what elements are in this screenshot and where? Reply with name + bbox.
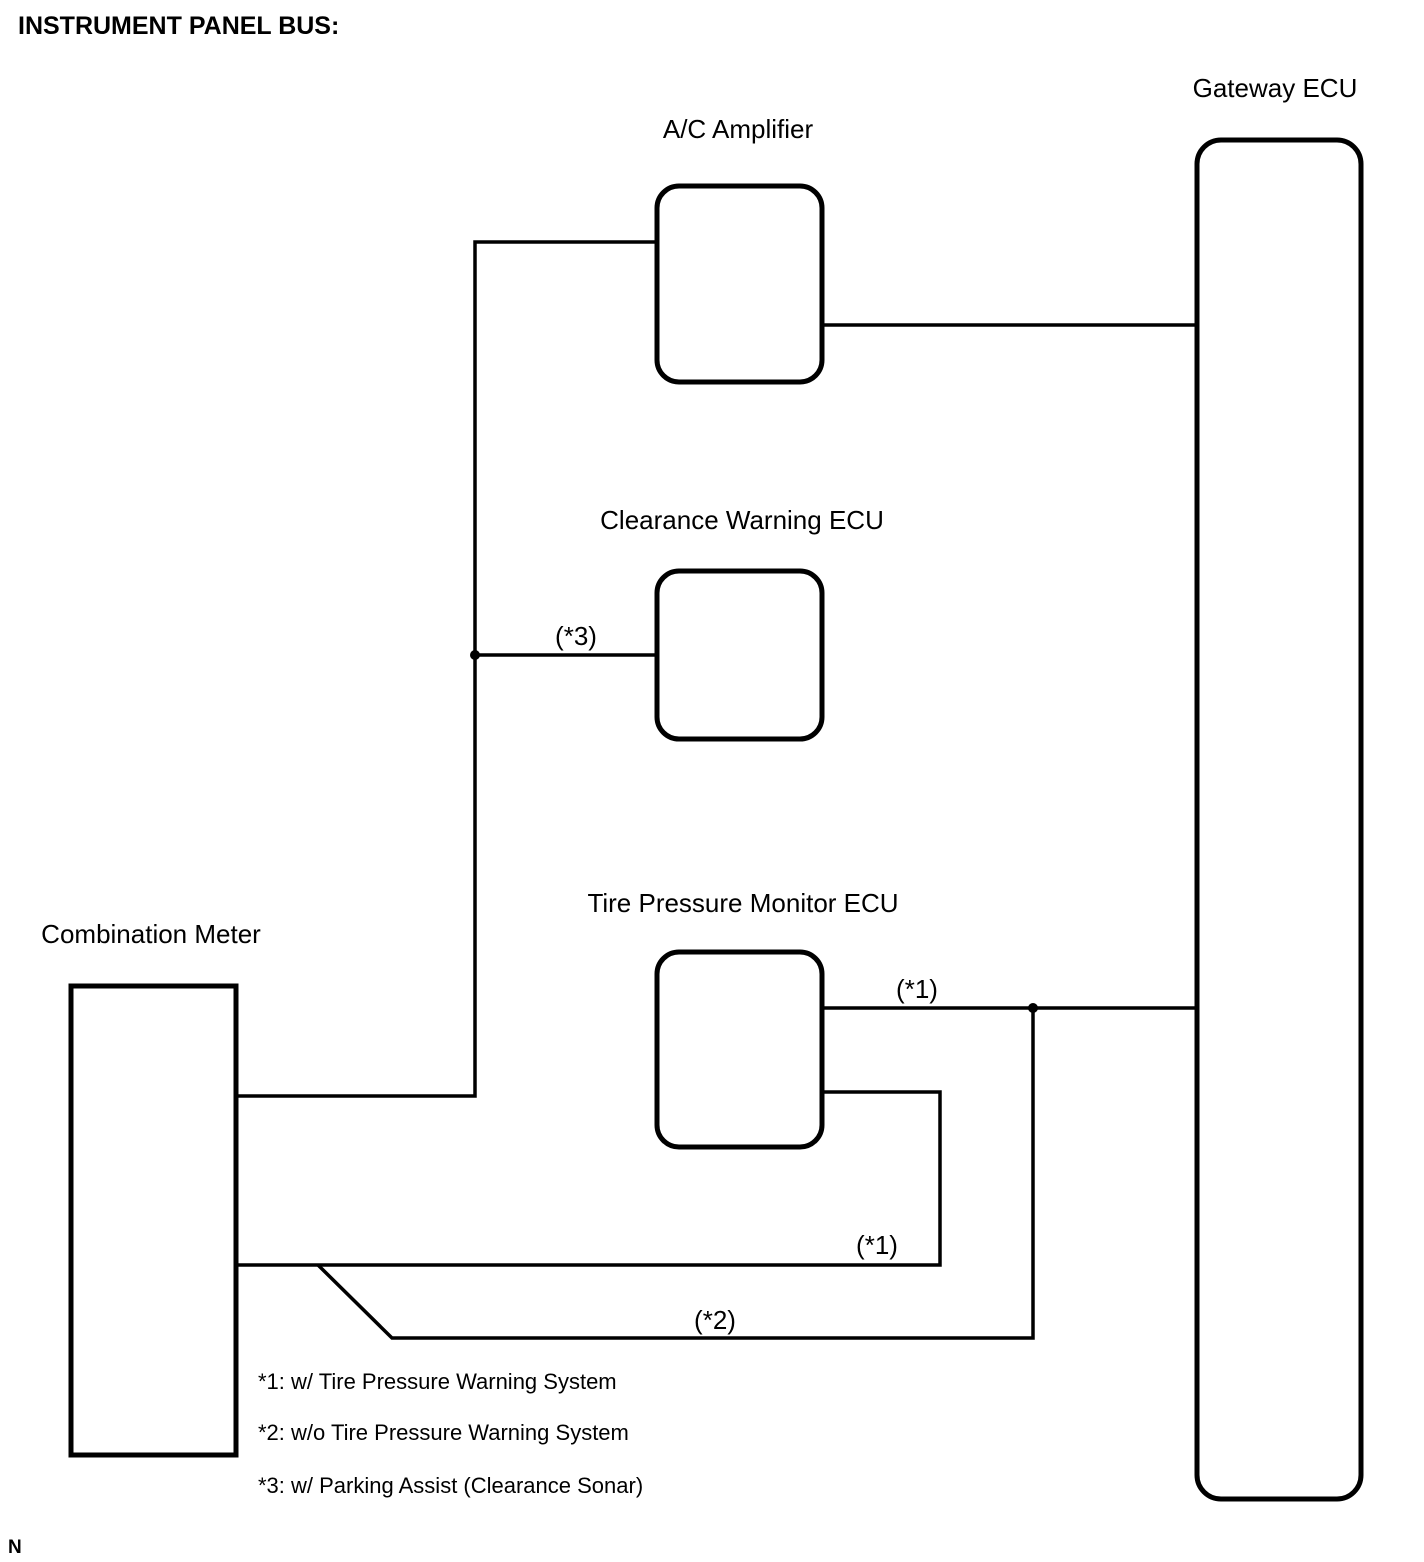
diagram-title: INSTRUMENT PANEL BUS:: [18, 12, 339, 40]
combination-meter-label: Combination Meter: [41, 919, 261, 949]
ac-amplifier-box: [654, 183, 825, 385]
tire-pressure-monitor-ecu-box: [654, 949, 825, 1150]
gateway-ecu-label: Gateway ECU: [1193, 73, 1358, 103]
wire-label-clearance: (*3): [555, 621, 597, 651]
junction-dot-clearance: [470, 650, 480, 660]
tire-pressure-monitor-ecu-label: Tire Pressure Monitor ECU: [587, 888, 898, 918]
footnote-2: *2: w/o Tire Pressure Warning System: [258, 1420, 629, 1445]
wire-meter-to-gateway-bypass: [316, 1008, 1035, 1340]
combination-meter-box: [68, 983, 239, 1458]
footnote-3: *3: w/ Parking Assist (Clearance Sonar): [258, 1473, 643, 1498]
gateway-ecu-box: [1194, 137, 1364, 1502]
wire-tpm-to-meter: [235, 1090, 942, 1267]
clearance-warning-ecu-label: Clearance Warning ECU: [600, 505, 884, 535]
wire-meter-to-ac-amplifier: [235, 240, 657, 1098]
wire-label-meter-gateway: (*2): [694, 1305, 736, 1335]
figure-code: N: [8, 1537, 22, 1558]
junction-dot-gateway: [1028, 1003, 1038, 1013]
wire-label-tpm-meter: (*1): [856, 1230, 898, 1260]
clearance-warning-ecu-box: [654, 568, 825, 742]
ac-amplifier-label: A/C Amplifier: [663, 114, 814, 144]
wiring: [235, 240, 1197, 1340]
wire-label-tpm-gateway: (*1): [896, 974, 938, 1004]
footnote-1: *1: w/ Tire Pressure Warning System: [258, 1369, 617, 1394]
